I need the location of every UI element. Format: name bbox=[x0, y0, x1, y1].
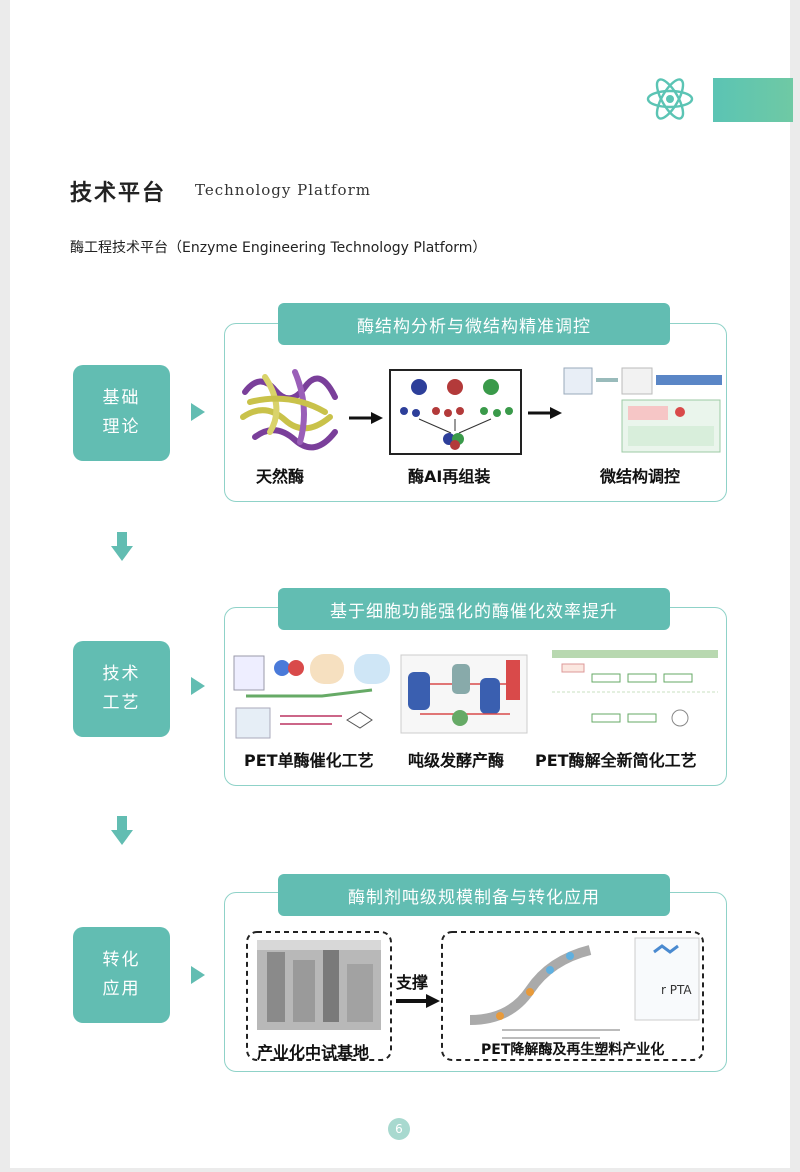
support-label: 支撑 bbox=[396, 969, 428, 993]
step-arrow-icon bbox=[191, 677, 205, 695]
rpta-card-text: r PTA bbox=[661, 983, 692, 997]
page-title: 技术平台 bbox=[70, 175, 166, 207]
figure-label: PET降解酶及再生塑料产业化 bbox=[481, 1039, 664, 1059]
page-number: 6 bbox=[388, 1118, 410, 1140]
step-basic-theory: 基础理论 bbox=[73, 365, 170, 461]
step-label-line-2: 理论 bbox=[103, 413, 141, 442]
panel-banner: 酶制剂吨级规模制备与转化应用 bbox=[278, 874, 670, 916]
natural-enzyme-figure bbox=[235, 362, 345, 452]
arrow-down-icon bbox=[111, 532, 133, 562]
arrow-right-icon bbox=[349, 410, 385, 426]
step-label-line-2: 应用 bbox=[103, 975, 141, 1004]
step-label-line-1: 技术 bbox=[103, 660, 141, 689]
figure-label: PET酶解全新简化工艺 bbox=[535, 747, 697, 771]
ai-reassembly-figure bbox=[389, 369, 522, 455]
step-technology-process: 技术工艺 bbox=[73, 641, 170, 737]
atom-icon bbox=[645, 74, 695, 124]
pet-single-enzyme-figure bbox=[232, 650, 395, 742]
section-subtitle: 酶工程技术平台（Enzyme Engineering Technology Pl… bbox=[70, 237, 486, 257]
header-decoration-bar bbox=[713, 78, 793, 122]
step-application: 转化应用 bbox=[73, 927, 170, 1023]
microstructure-regulation-figure bbox=[562, 364, 725, 456]
panel-banner: 基于细胞功能强化的酶催化效率提升 bbox=[278, 588, 670, 630]
arrow-right-icon bbox=[528, 405, 564, 421]
panel-banner: 酶结构分析与微结构精准调控 bbox=[278, 303, 670, 345]
figure-label: 微结构调控 bbox=[600, 463, 680, 487]
step-arrow-icon bbox=[191, 966, 205, 984]
figure-label: 天然酶 bbox=[256, 463, 304, 487]
figure-label: 产业化中试基地 bbox=[257, 1039, 369, 1063]
step-arrow-icon bbox=[191, 403, 205, 421]
step-label-line-2: 工艺 bbox=[103, 689, 141, 718]
ton-fermentation-figure bbox=[400, 654, 528, 734]
figure-label: PET单酶催化工艺 bbox=[244, 747, 374, 771]
figure-label: 酶AI再组装 bbox=[408, 463, 490, 487]
pet-simplified-process-figure bbox=[552, 648, 718, 740]
page-title-english: Technology Platform bbox=[195, 181, 371, 199]
step-label-line-1: 基础 bbox=[103, 384, 141, 413]
arrow-down-icon bbox=[111, 816, 133, 846]
arrow-right-icon bbox=[396, 992, 442, 1010]
step-label-line-1: 转化 bbox=[103, 946, 141, 975]
figure-label: 吨级发酵产酶 bbox=[408, 747, 504, 771]
